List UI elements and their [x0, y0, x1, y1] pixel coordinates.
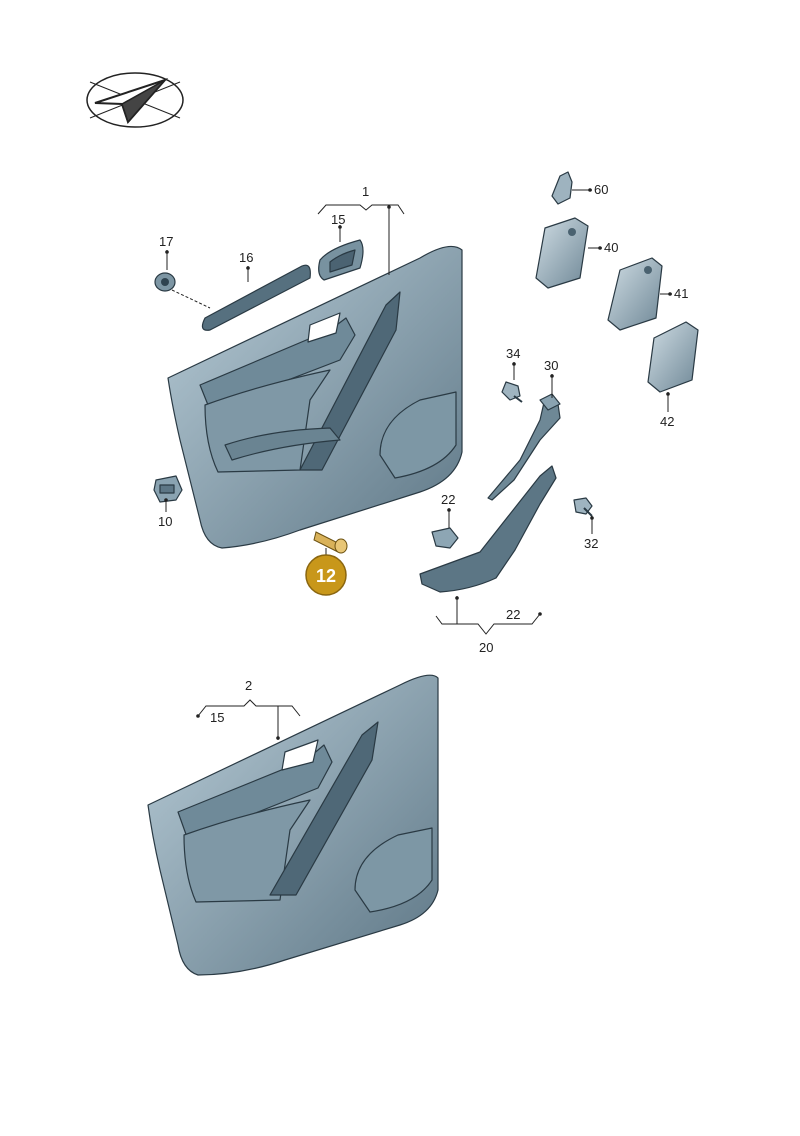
label-part-22-clip[interactable]: 22 — [441, 492, 455, 507]
hotspot-part-12[interactable]: 12 — [305, 554, 347, 596]
screw-12 — [313, 531, 348, 554]
label-part-2[interactable]: 2 — [245, 678, 252, 693]
label-part-34[interactable]: 34 — [506, 346, 520, 361]
window-switch-41 — [607, 257, 663, 331]
label-part-17[interactable]: 17 — [159, 234, 173, 249]
label-part-22[interactable]: 22 — [506, 607, 520, 622]
leader-lines — [164, 188, 672, 740]
label-part-16[interactable]: 16 — [239, 250, 253, 265]
label-part-15[interactable]: 15 — [331, 212, 345, 227]
grommet-17 — [154, 272, 176, 292]
label-part-10[interactable]: 10 — [158, 514, 172, 529]
label-part-30[interactable]: 30 — [544, 358, 558, 373]
switch-60 — [551, 171, 573, 205]
label-part-41[interactable]: 41 — [674, 286, 688, 301]
label-part-20[interactable]: 20 — [479, 640, 493, 655]
handle-cover-15 — [318, 239, 364, 281]
paper-plane-direction-icon — [86, 72, 184, 128]
screw-32 — [573, 497, 593, 517]
armrest-trim-20 — [419, 465, 557, 593]
label-part-15-lower[interactable]: 15 — [210, 710, 224, 725]
clip-22 — [431, 527, 459, 549]
bracket-30 — [487, 393, 561, 501]
label-part-1[interactable]: 1 — [362, 184, 369, 199]
label-part-60[interactable]: 60 — [594, 182, 608, 197]
window-switch-40 — [535, 217, 589, 289]
trim-strip-16 — [201, 264, 311, 331]
window-switch-42 — [647, 321, 699, 393]
door-trim-panel-1 — [167, 245, 463, 549]
clip-10 — [153, 475, 183, 503]
label-part-32[interactable]: 32 — [584, 536, 598, 551]
label-part-42[interactable]: 42 — [660, 414, 674, 429]
label-part-40[interactable]: 40 — [604, 240, 618, 255]
door-trim-panel-2 — [147, 674, 439, 976]
screw-34 — [501, 381, 523, 403]
label-part-12: 12 — [316, 566, 336, 586]
